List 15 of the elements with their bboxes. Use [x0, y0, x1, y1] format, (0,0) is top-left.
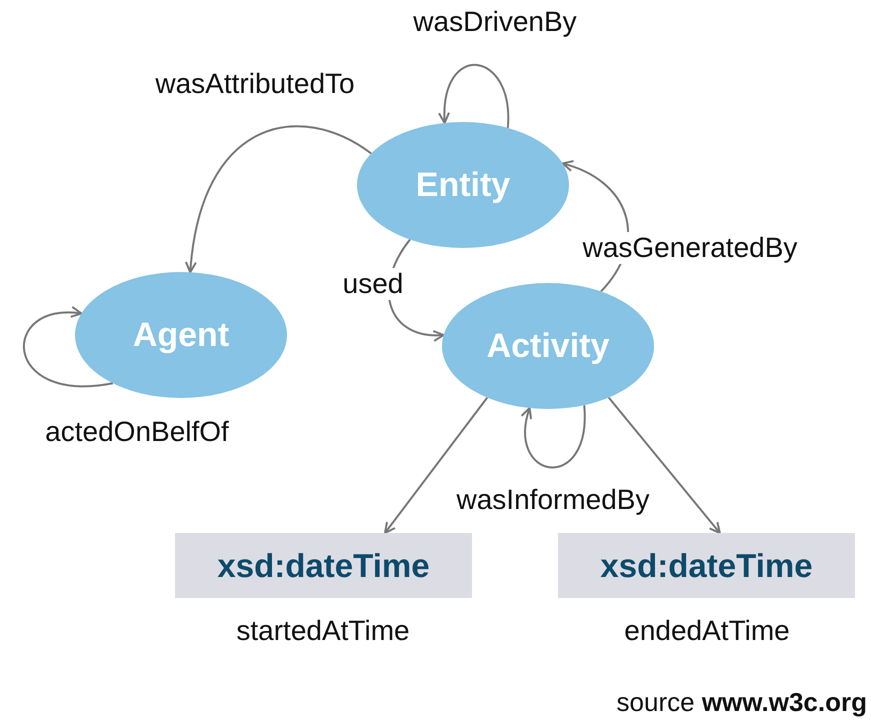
source-note: source www.w3c.org [616, 687, 867, 718]
arrow [384, 397, 488, 534]
class-ellipse: Agent [75, 272, 287, 398]
property-label: startedAtTime [236, 615, 410, 647]
property-label: endedAtTime [624, 615, 790, 647]
arrow [23, 306, 113, 388]
datatype-box: xsd:dateTime [558, 533, 855, 598]
arrow [185, 125, 372, 274]
edge-label: wasGeneratedBy [580, 232, 800, 264]
class-ellipse: Entity [357, 122, 569, 248]
arrow [521, 405, 586, 468]
class-ellipse: Activity [442, 283, 654, 409]
arrow [608, 396, 721, 534]
datatype-box: xsd:dateTime [175, 533, 472, 598]
arrow [438, 64, 509, 128]
